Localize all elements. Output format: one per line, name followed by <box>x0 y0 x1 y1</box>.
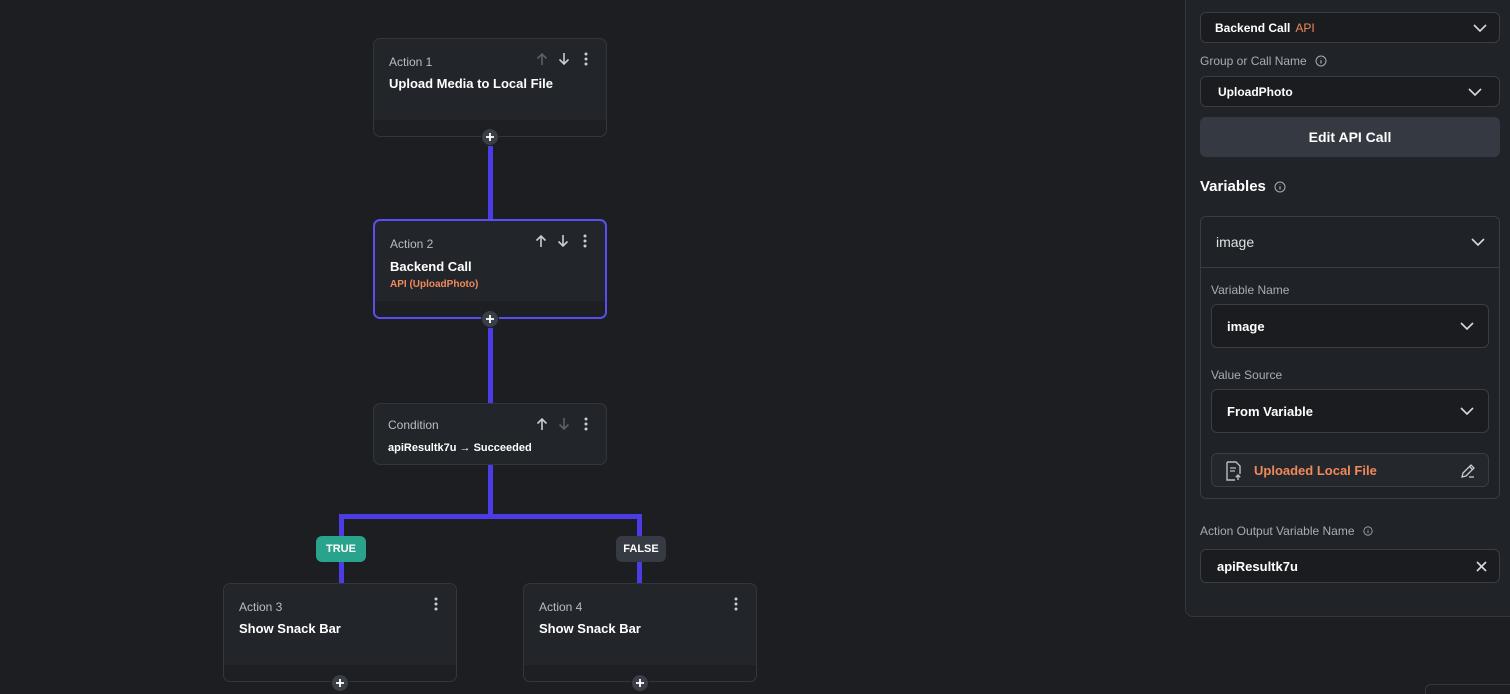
connector-line <box>488 146 493 220</box>
arrow-up-icon[interactable] <box>536 417 548 431</box>
action-card-4[interactable]: Action 4 Show Snack Bar <box>523 583 757 682</box>
false-branch-badge[interactable]: FALSE <box>616 536 666 562</box>
chevron-down-icon <box>1473 23 1487 32</box>
action-index-label: Action 3 <box>239 600 283 614</box>
chevron-down-icon <box>1471 238 1485 246</box>
plus-icon <box>486 315 494 323</box>
action-index-label: Action 2 <box>390 237 434 251</box>
add-action-button[interactable] <box>331 674 349 692</box>
pencil-icon[interactable] <box>1460 463 1476 479</box>
more-vertical-icon[interactable] <box>730 597 742 611</box>
more-vertical-icon[interactable] <box>430 597 442 611</box>
add-action-button[interactable] <box>481 128 499 146</box>
api-call-detail: API (UploadPhoto) <box>390 279 479 290</box>
value-source-label: Value Source <box>1211 368 1283 382</box>
chevron-down-icon <box>1468 87 1482 96</box>
info-icon[interactable] <box>1274 181 1286 193</box>
arrow-down-icon[interactable] <box>558 417 570 431</box>
condition-card[interactable]: Condition apiResultk7u → Succeeded <box>373 403 607 465</box>
file-upload-icon <box>1226 461 1241 481</box>
variable-config-box: image Variable Name image Value Source F… <box>1200 216 1500 499</box>
panel-corner-edge <box>1425 684 1510 694</box>
action-title: Backend Call <box>390 259 472 274</box>
variable-name-select[interactable]: image <box>1211 304 1489 348</box>
action-title: Upload Media to Local File <box>389 76 553 91</box>
arrow-up-icon[interactable] <box>536 52 548 66</box>
more-vertical-icon[interactable] <box>580 52 592 66</box>
edit-api-call-button[interactable]: Edit API Call <box>1200 117 1500 157</box>
true-branch-badge[interactable]: TRUE <box>316 536 366 562</box>
group-or-call-name-label: Group or Call Name <box>1200 54 1327 68</box>
variable-name-label: Variable Name <box>1211 283 1290 297</box>
action-output-variable-label: Action Output Variable Name <box>1200 524 1373 538</box>
plus-icon <box>636 679 644 687</box>
info-icon[interactable] <box>1315 55 1327 67</box>
action-card-2[interactable]: Action 2 Backend Call API (UploadPhoto) <box>373 219 607 319</box>
action-card-3[interactable]: Action 3 Show Snack Bar <box>223 583 457 682</box>
call-name-select[interactable]: UploadPhoto <box>1200 76 1500 107</box>
more-vertical-icon[interactable] <box>580 417 592 431</box>
action-title: Show Snack Bar <box>539 621 641 636</box>
plus-icon <box>336 679 344 687</box>
plus-icon <box>486 133 494 141</box>
value-source-select[interactable]: From Variable <box>1211 389 1489 433</box>
connector-line <box>339 514 642 519</box>
action-type-select[interactable]: Backend Call API <box>1200 12 1500 43</box>
api-tag: API <box>1295 20 1315 35</box>
connector-line <box>488 328 493 404</box>
action-card-1[interactable]: Action 1 Upload Media to Local File <box>373 38 607 137</box>
add-action-button[interactable] <box>631 674 649 692</box>
condition-label: Condition <box>388 418 439 432</box>
action-title: Show Snack Bar <box>239 621 341 636</box>
variable-accordion-header[interactable]: image <box>1201 217 1499 268</box>
uploaded-local-file-row[interactable]: Uploaded Local File <box>1211 453 1489 487</box>
action-index-label: Action 4 <box>539 600 583 614</box>
variables-section-title: Variables <box>1200 178 1286 195</box>
chevron-down-icon <box>1460 407 1474 415</box>
call-name-value: UploadPhoto <box>1218 84 1293 99</box>
chevron-down-icon <box>1460 322 1474 330</box>
more-vertical-icon[interactable] <box>579 234 591 248</box>
arrow-down-icon[interactable] <box>557 234 569 248</box>
action-properties-panel: Backend Call API Group or Call Name Uplo… <box>1185 0 1510 617</box>
action-output-variable-input[interactable]: apiResultk7u <box>1200 549 1500 583</box>
action-index-label: Action 1 <box>389 55 433 69</box>
arrow-up-icon[interactable] <box>535 234 547 248</box>
connector-line <box>488 464 493 516</box>
action-type-value: Backend Call <box>1215 20 1291 35</box>
info-icon[interactable] <box>1362 526 1373 536</box>
arrow-down-icon[interactable] <box>558 52 570 66</box>
action-flow-canvas[interactable]: Action 1 Upload Media to Local File Acti… <box>0 0 1185 693</box>
condition-expression: apiResultk7u → Succeeded <box>388 442 532 454</box>
add-action-button[interactable] <box>481 310 499 328</box>
close-icon[interactable] <box>1476 561 1487 572</box>
